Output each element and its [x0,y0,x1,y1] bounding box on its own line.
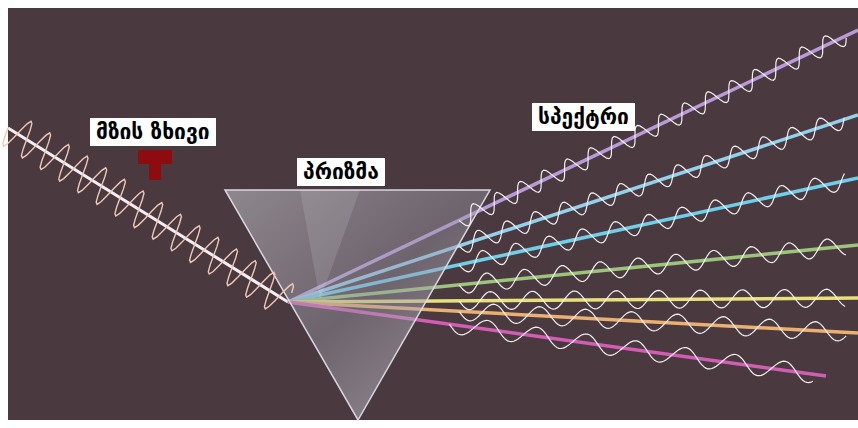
sun-wave [3,121,294,309]
spectrum-wave [459,174,844,272]
dark-ground [8,8,858,420]
spectrum-wave [459,239,846,293]
caption-label: მზის ზხივი [90,118,216,146]
caption-label: პრიზმა [297,158,385,186]
prism-highlight [300,190,360,300]
spectrum-wave [449,320,813,382]
spectrum-wave [459,289,845,310]
spectrum-wave [459,304,846,341]
caption-label: სპექტრი [532,103,635,131]
spectrum-wave [459,118,844,253]
sun-marker [138,150,172,180]
light-waves [3,36,846,383]
